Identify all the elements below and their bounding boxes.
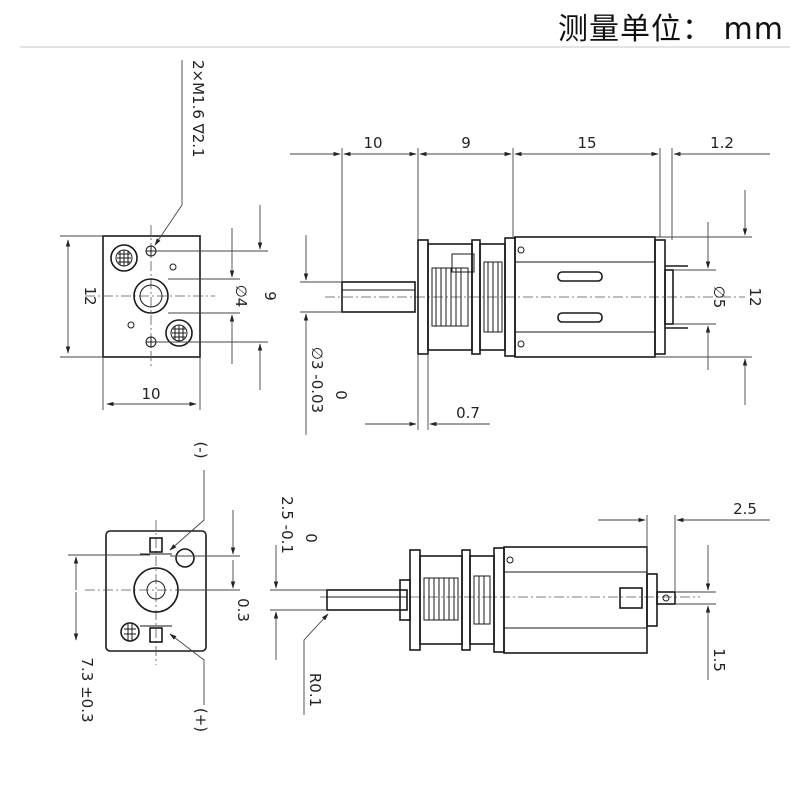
terminal-negative-label: (-) (192, 441, 210, 458)
front-width-label: 10 (141, 385, 160, 403)
len-shaft-label: 10 (363, 134, 382, 152)
fillet-label: R0.1 (306, 673, 324, 707)
offset-center-label: 7.3 ±0.3 (78, 657, 96, 722)
offset-small-label: 0.3 (234, 598, 252, 622)
terminal-length-label: 2.5 (733, 500, 757, 518)
front-view-bottom (68, 470, 240, 705)
screw-hole-bottom-left (120, 622, 140, 642)
len-cap-label: 1.2 (710, 134, 734, 152)
screw-hole-top-left (110, 244, 138, 272)
flat-depth-label: 2.5 -0.1 (278, 496, 296, 554)
shaft-tolerance-label: 0 (332, 390, 350, 400)
end-boss-label: ∅5 (710, 286, 728, 309)
front-height-label: 12 (81, 286, 99, 305)
flat-tolerance-label: 0 (302, 533, 320, 543)
side-thickness-label: 0.7 (456, 404, 480, 422)
front-bore-label: ∅4 (232, 285, 250, 308)
unit-header: 测量单位： mm (558, 12, 784, 47)
side-view-top (290, 148, 770, 435)
len-motor-label: 15 (577, 134, 596, 152)
terminal-width-label: 1.5 (710, 648, 728, 672)
front-view-top (60, 60, 268, 410)
front-hole-span-label: 9 (261, 291, 279, 301)
shaft-diameter-label: ∅3 -0.03 (308, 347, 326, 413)
hole-spec-label: 2×M1.6 ∇2.1 (189, 60, 207, 158)
side-view-bottom (270, 515, 770, 715)
side-height-label: 12 (746, 287, 764, 306)
gear-teeth-bottom (423, 575, 491, 625)
header-divider (20, 46, 790, 48)
len-gearbox-label: 9 (461, 134, 471, 152)
screw-hole-bottom-right (165, 319, 193, 347)
terminal-positive-label: (+) (192, 708, 210, 732)
gear-teeth-top (431, 253, 503, 333)
